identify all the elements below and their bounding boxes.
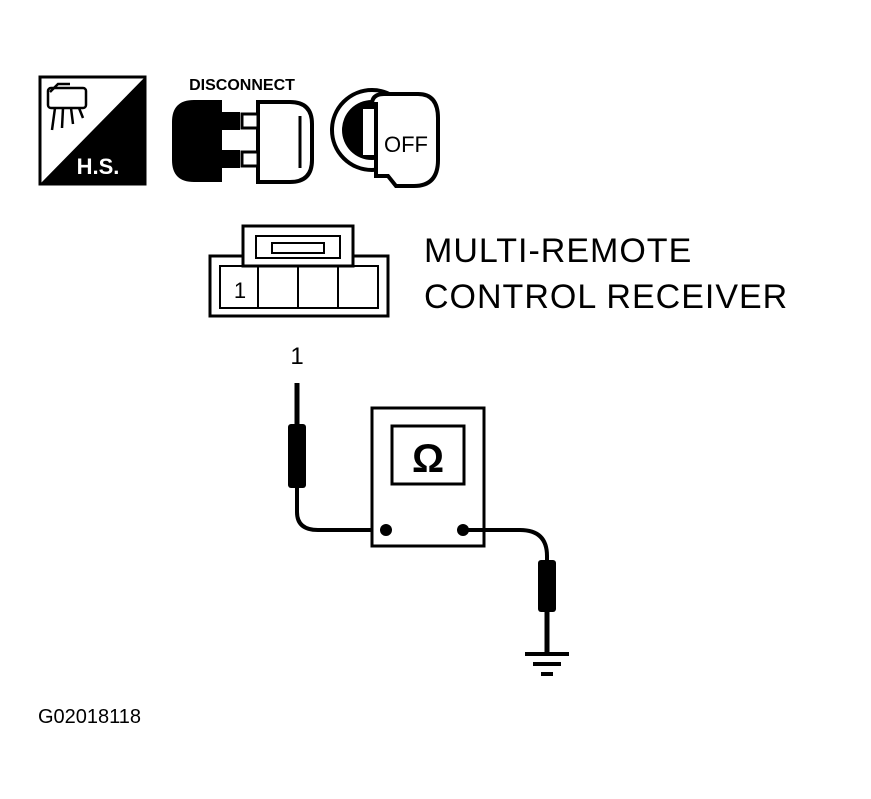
ignition-off-label: OFF — [384, 132, 428, 157]
ignition-key-off-icon: OFF — [330, 88, 440, 188]
ground-symbol-icon — [525, 652, 569, 676]
ohm-symbol: Ω — [412, 437, 444, 481]
connector-pin-label: 1 — [234, 278, 246, 303]
hs-label: H.S. — [77, 154, 120, 179]
hs-icon: H.S. — [38, 75, 147, 186]
connector-name-line1: MULTI-REMOTE — [424, 232, 692, 270]
ohmmeter-icon: Ω — [370, 406, 486, 548]
figure-id: G02018118 — [38, 706, 141, 728]
meter-terminal-negative — [380, 524, 392, 536]
ground-probe — [463, 528, 556, 652]
receiver-connector: 1 — [208, 224, 390, 318]
connector-name-line2: CONTROL RECEIVER — [424, 278, 788, 316]
terminal-label: 1 — [290, 343, 303, 370]
disconnect-label: DISCONNECT — [189, 77, 295, 94]
disconnect-icon: DISCONNECT — [172, 77, 314, 184]
positive-probe — [288, 383, 386, 532]
harness-tool-icon — [46, 82, 88, 131]
